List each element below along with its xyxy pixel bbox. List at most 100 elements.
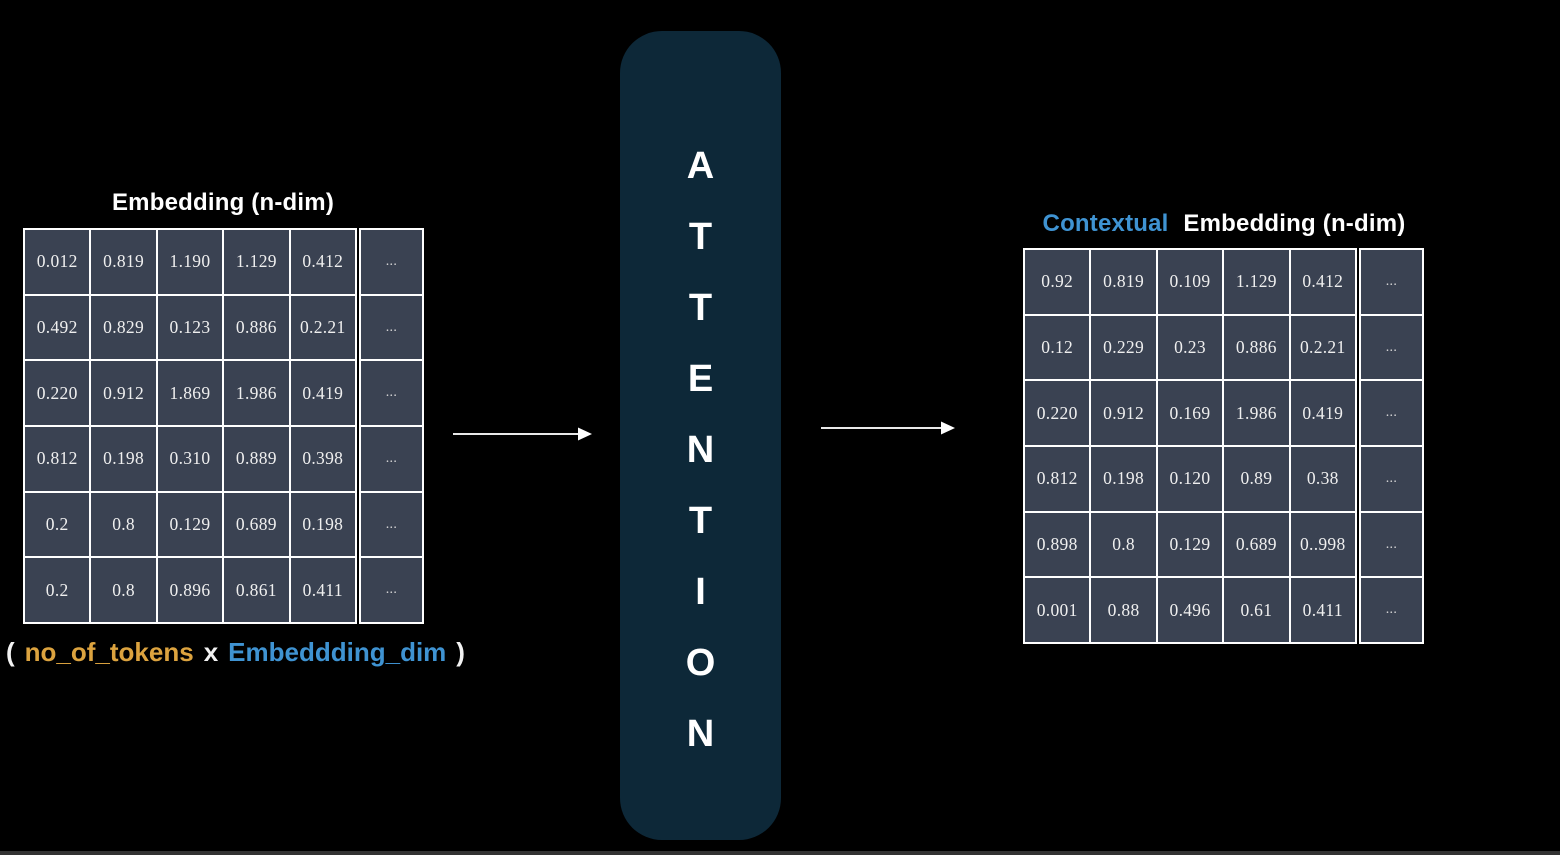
matrix-cell: 0.310 [157, 427, 223, 491]
matrix-cell: 0.898 [1025, 512, 1090, 577]
matrix-cell: 0..998 [1290, 512, 1355, 577]
contextual-matrix-ellipsis-column: .................. [1358, 248, 1424, 645]
matrix-cell: 0.912 [1091, 381, 1156, 446]
attention-letter: A [686, 145, 715, 187]
matrix-cell: 0.220 [1025, 381, 1090, 446]
matrix-cell: 0.012 [25, 230, 90, 294]
right-matrix-title-text: Embedding (n-dim) [1183, 210, 1406, 237]
matrix-cell: 0.492 [25, 295, 90, 360]
matrix-cell: 0.120 [1157, 447, 1223, 511]
caption-no-of-tokens: no_of_tokens [24, 637, 194, 667]
matrix-cell: 0.819 [1091, 250, 1156, 314]
matrix-cell: 0.411 [290, 558, 355, 623]
attention-letter: N [686, 713, 715, 755]
ellipsis-cell: ... [1360, 250, 1422, 314]
matrix-cell: 0.889 [224, 427, 289, 491]
right-matrix-title-contextual: Contextual [1042, 210, 1169, 237]
matrix-cell: 0.198 [290, 492, 355, 557]
ellipsis-cell: ... [360, 230, 422, 294]
arrow-into-attention-icon [453, 427, 592, 441]
left-matrix-title-text: Embedding (n-dim) [111, 189, 335, 216]
matrix-cell: 0.419 [1290, 381, 1355, 446]
ellipsis-cell: ... [1360, 381, 1422, 446]
matrix-cell: 0.912 [91, 361, 156, 426]
matrix-cell: 1.190 [157, 230, 223, 294]
matrix-cell: 0.419 [290, 361, 355, 426]
attention-letter: N [686, 429, 715, 471]
ellipsis-cell: ... [1360, 512, 1422, 577]
caption-close-paren: ) [456, 637, 465, 667]
matrix-cell: 0.38 [1290, 447, 1355, 511]
attention-letter: E [687, 358, 714, 400]
ellipsis-cell: ... [1360, 447, 1422, 511]
matrix-cell: 1.129 [1224, 250, 1289, 314]
matrix-cell: 0.812 [1025, 447, 1090, 511]
caption-open-paren: ( [6, 637, 15, 667]
matrix-cell: 0.2.21 [290, 295, 355, 360]
matrix-cell: 0.169 [1157, 381, 1223, 446]
matrix-cell: 0.861 [224, 558, 289, 623]
attention-letter: T [688, 500, 713, 542]
left-matrix-title: Embedding (n-dim) [23, 189, 423, 217]
matrix-cell: 0.220 [25, 361, 90, 426]
matrix-cell: 0.398 [290, 427, 355, 491]
caption-embedding-dim: Embeddding_dim [228, 637, 447, 667]
matrix-cell: 0.198 [1091, 447, 1156, 511]
embedding-matrix-ellipsis-column: .................. [358, 228, 424, 625]
attention-letter: I [695, 571, 706, 613]
matrix-cell: 0.89 [1224, 447, 1289, 511]
caption-times: x [203, 637, 219, 667]
matrix-cell: 0.896 [157, 558, 223, 623]
matrix-cell: 1.129 [224, 230, 289, 294]
ellipsis-cell: ... [1360, 578, 1422, 643]
matrix-cell: 0.8 [91, 492, 156, 557]
ellipsis-cell: ... [360, 361, 422, 426]
attention-letter: T [688, 216, 713, 258]
arrow-out-of-attention-icon [821, 421, 955, 435]
matrix-cell: 0.411 [1290, 578, 1355, 643]
matrix-cell: 0.23 [1157, 315, 1223, 380]
ellipsis-cell: ... [360, 492, 422, 557]
ellipsis-cell: ... [360, 558, 422, 623]
matrix-cell: 0.819 [91, 230, 156, 294]
matrix-cell: 0.129 [1157, 512, 1223, 577]
matrix-cell: 0.2 [25, 492, 90, 557]
matrix-cell: 0.412 [1290, 250, 1355, 314]
matrix-cell: 0.92 [1025, 250, 1090, 314]
attention-letter: T [688, 287, 713, 329]
matrix-cell: 0.109 [1157, 250, 1223, 314]
matrix-cell: 0.129 [157, 492, 223, 557]
ellipsis-cell: ... [1360, 315, 1422, 380]
matrix-cell: 0.496 [1157, 578, 1223, 643]
matrix-shape-caption: ( no_of_tokens x Embeddding_dim ) [6, 637, 465, 668]
matrix-cell: 1.986 [1224, 381, 1289, 446]
matrix-cell: 1.986 [224, 361, 289, 426]
ellipsis-cell: ... [360, 427, 422, 491]
matrix-cell: 0.2.21 [1290, 315, 1355, 380]
matrix-cell: 0.123 [157, 295, 223, 360]
matrix-cell: 0.198 [91, 427, 156, 491]
matrix-cell: 0.8 [91, 558, 156, 623]
matrix-cell: 0.886 [1224, 315, 1289, 380]
matrix-cell: 0.689 [1224, 512, 1289, 577]
matrix-cell: 0.12 [1025, 315, 1090, 380]
matrix-cell: 0.88 [1091, 578, 1156, 643]
matrix-cell: 0.812 [25, 427, 90, 491]
matrix-cell: 0.2 [25, 558, 90, 623]
attention-letter: O [685, 642, 716, 684]
matrix-cell: 0.61 [1224, 578, 1289, 643]
ellipsis-cell: ... [360, 295, 422, 360]
matrix-cell: 0.689 [224, 492, 289, 557]
matrix-cell: 0.229 [1091, 315, 1156, 380]
video-bottom-edge [0, 851, 1560, 855]
matrix-cell: 0.829 [91, 295, 156, 360]
right-matrix-title: Contextual Embedding (n-dim) [1023, 210, 1425, 238]
matrix-cell: 1.869 [157, 361, 223, 426]
matrix-cell: 0.886 [224, 295, 289, 360]
